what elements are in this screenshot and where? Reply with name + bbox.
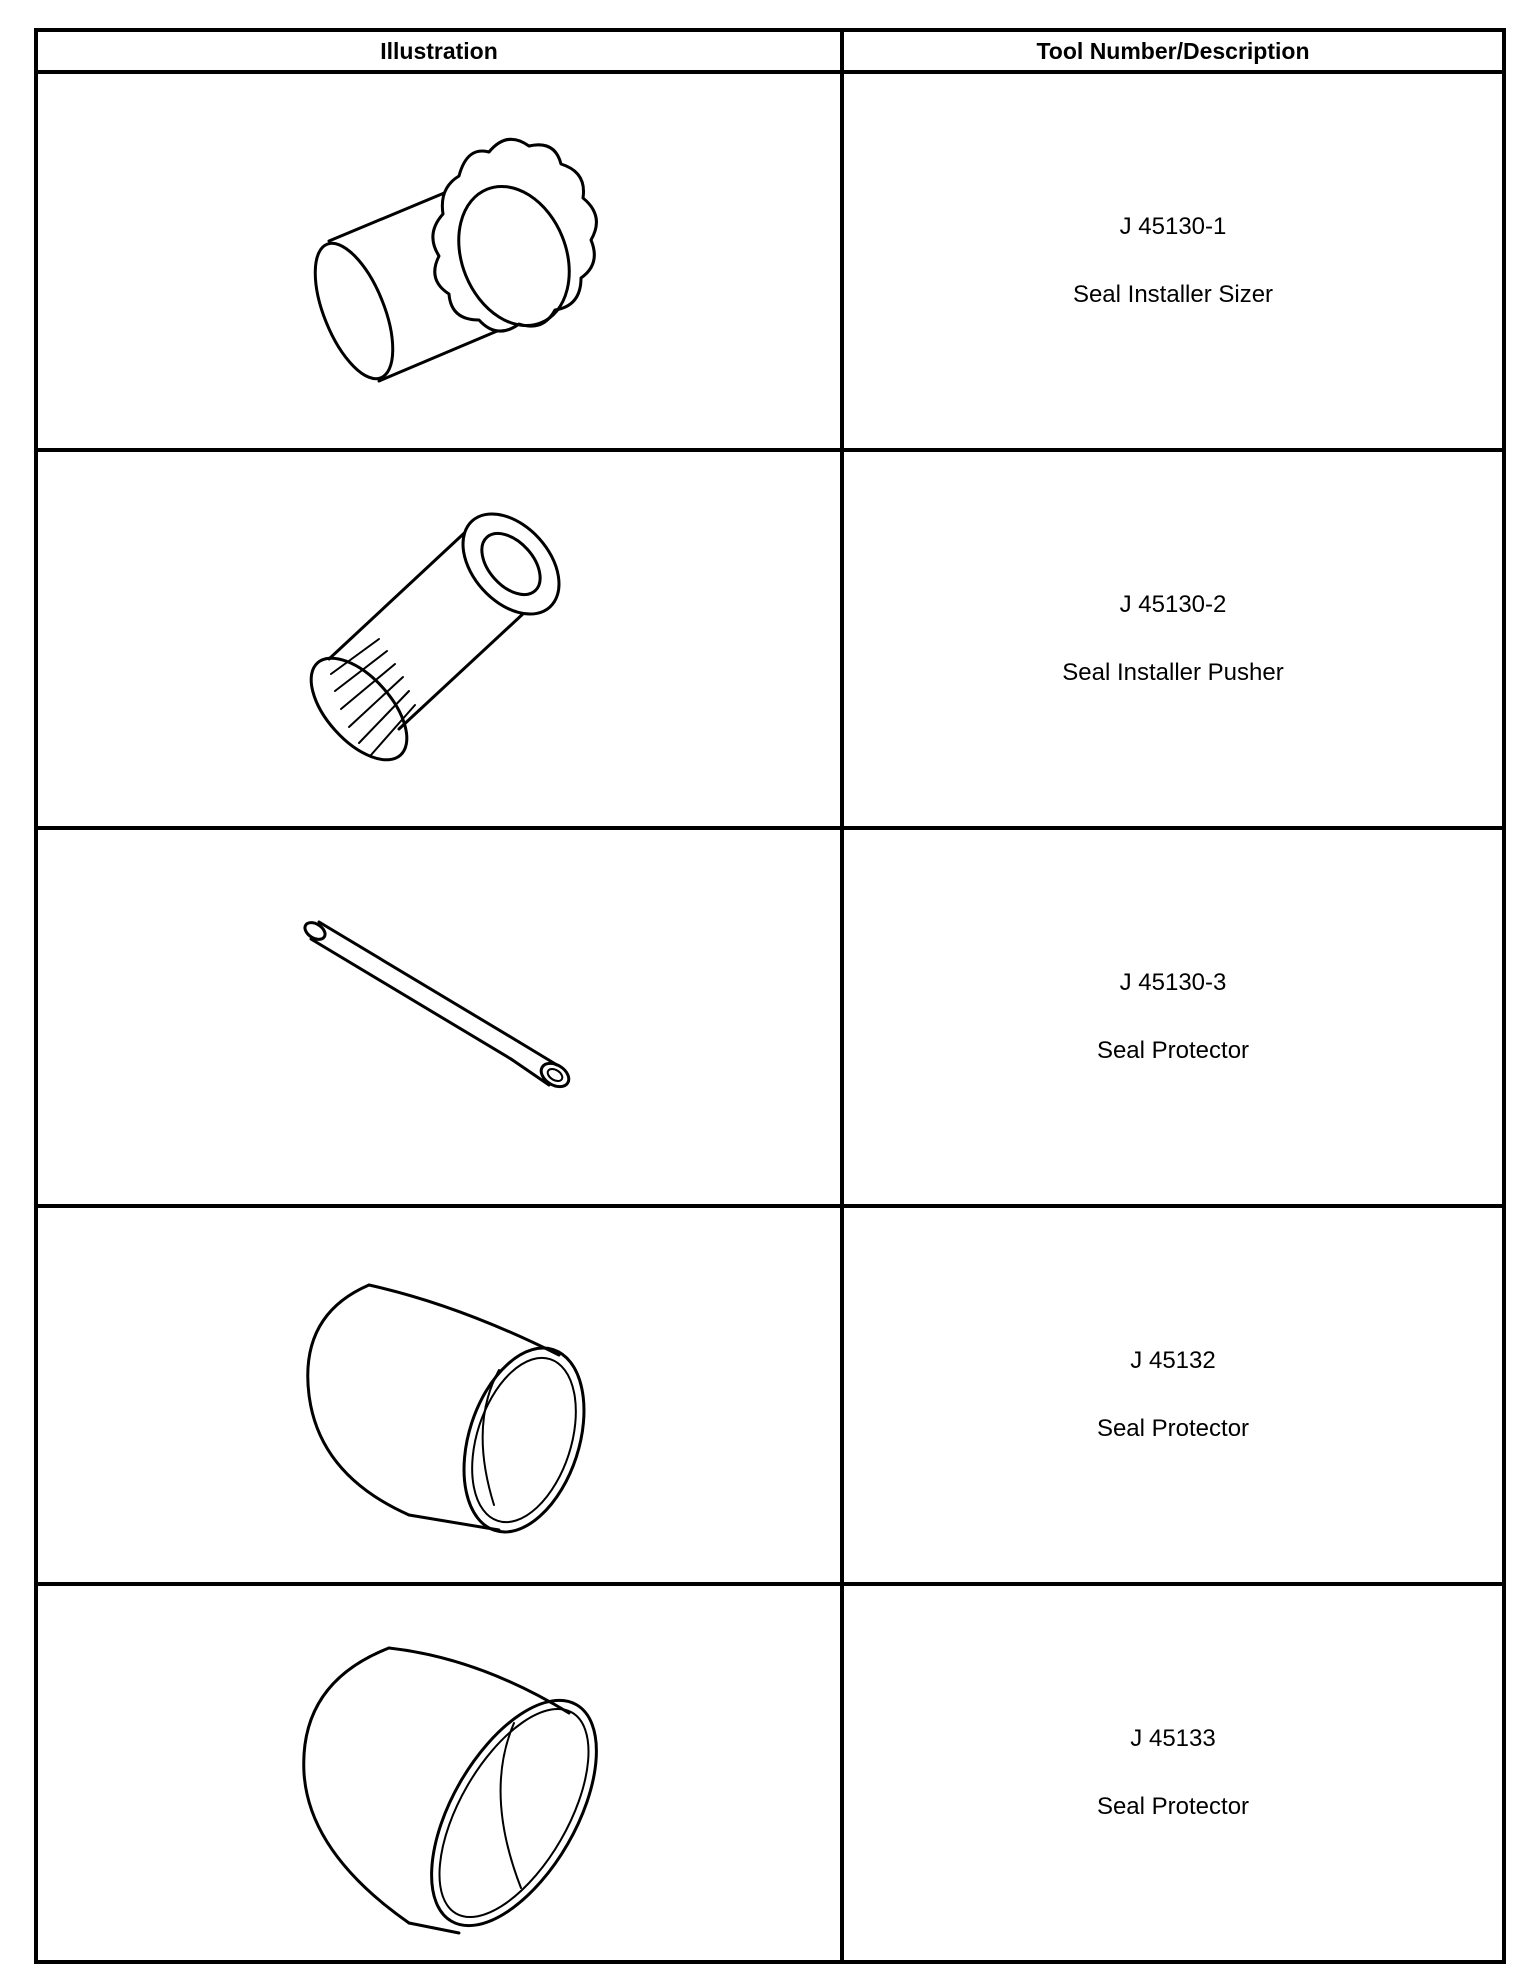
seal-installer-pusher-icon: [309, 512, 561, 762]
tool-number: J 45130-1: [1119, 213, 1227, 240]
tool-description: Seal Protector: [1096, 1793, 1250, 1820]
illustration-cell: [34, 826, 844, 1208]
seal-installer-sizer-icon: [313, 137, 598, 383]
tool-description-cell: J 45130-3 Seal Protector: [840, 826, 1506, 1208]
illustration-cell: [34, 448, 844, 830]
table-row: J 45132 Seal Protector: [34, 1204, 1506, 1586]
tool-description-cell: J 45133 Seal Protector: [840, 1582, 1506, 1964]
illustration-cell: [34, 70, 844, 452]
tool-description: Seal Installer Sizer: [1072, 281, 1274, 308]
table-header-row: Illustration Tool Number/Description: [34, 28, 1506, 74]
table-row: J 45130-2 Seal Installer Pusher: [34, 448, 1506, 830]
tool-number: J 45130-2: [1119, 591, 1227, 618]
header-tool-number-description: Tool Number/Description: [840, 28, 1506, 74]
tool-number: J 45130-3: [1119, 969, 1227, 996]
illustration-cell: [34, 1204, 844, 1586]
tool-description: Seal Installer Pusher: [1062, 659, 1284, 686]
seal-protector-ring-icon: [302, 1646, 598, 1935]
header-illustration: Illustration: [34, 28, 844, 74]
tool-description-cell: J 45130-1 Seal Installer Sizer: [840, 70, 1506, 452]
seal-protector-sleeve-icon: [306, 1283, 586, 1534]
tool-number: J 45133: [1130, 1725, 1216, 1752]
tool-description-cell: J 45130-2 Seal Installer Pusher: [840, 448, 1506, 830]
table-row: J 45130-1 Seal Installer Sizer: [34, 70, 1506, 452]
special-tools-table: Illustration Tool Number/Description J 4…: [34, 28, 1506, 1964]
illustration-cell: [34, 1582, 844, 1964]
tool-description-cell: J 45132 Seal Protector: [840, 1204, 1506, 1586]
tool-description: Seal Protector: [1096, 1037, 1250, 1064]
tool-number: J 45132: [1130, 1347, 1216, 1374]
seal-protector-rod-icon: [303, 920, 571, 1089]
table-row: J 45130-3 Seal Protector: [34, 826, 1506, 1208]
tool-description: Seal Protector: [1096, 1415, 1250, 1442]
table-row: J 45133 Seal Protector: [34, 1582, 1506, 1964]
